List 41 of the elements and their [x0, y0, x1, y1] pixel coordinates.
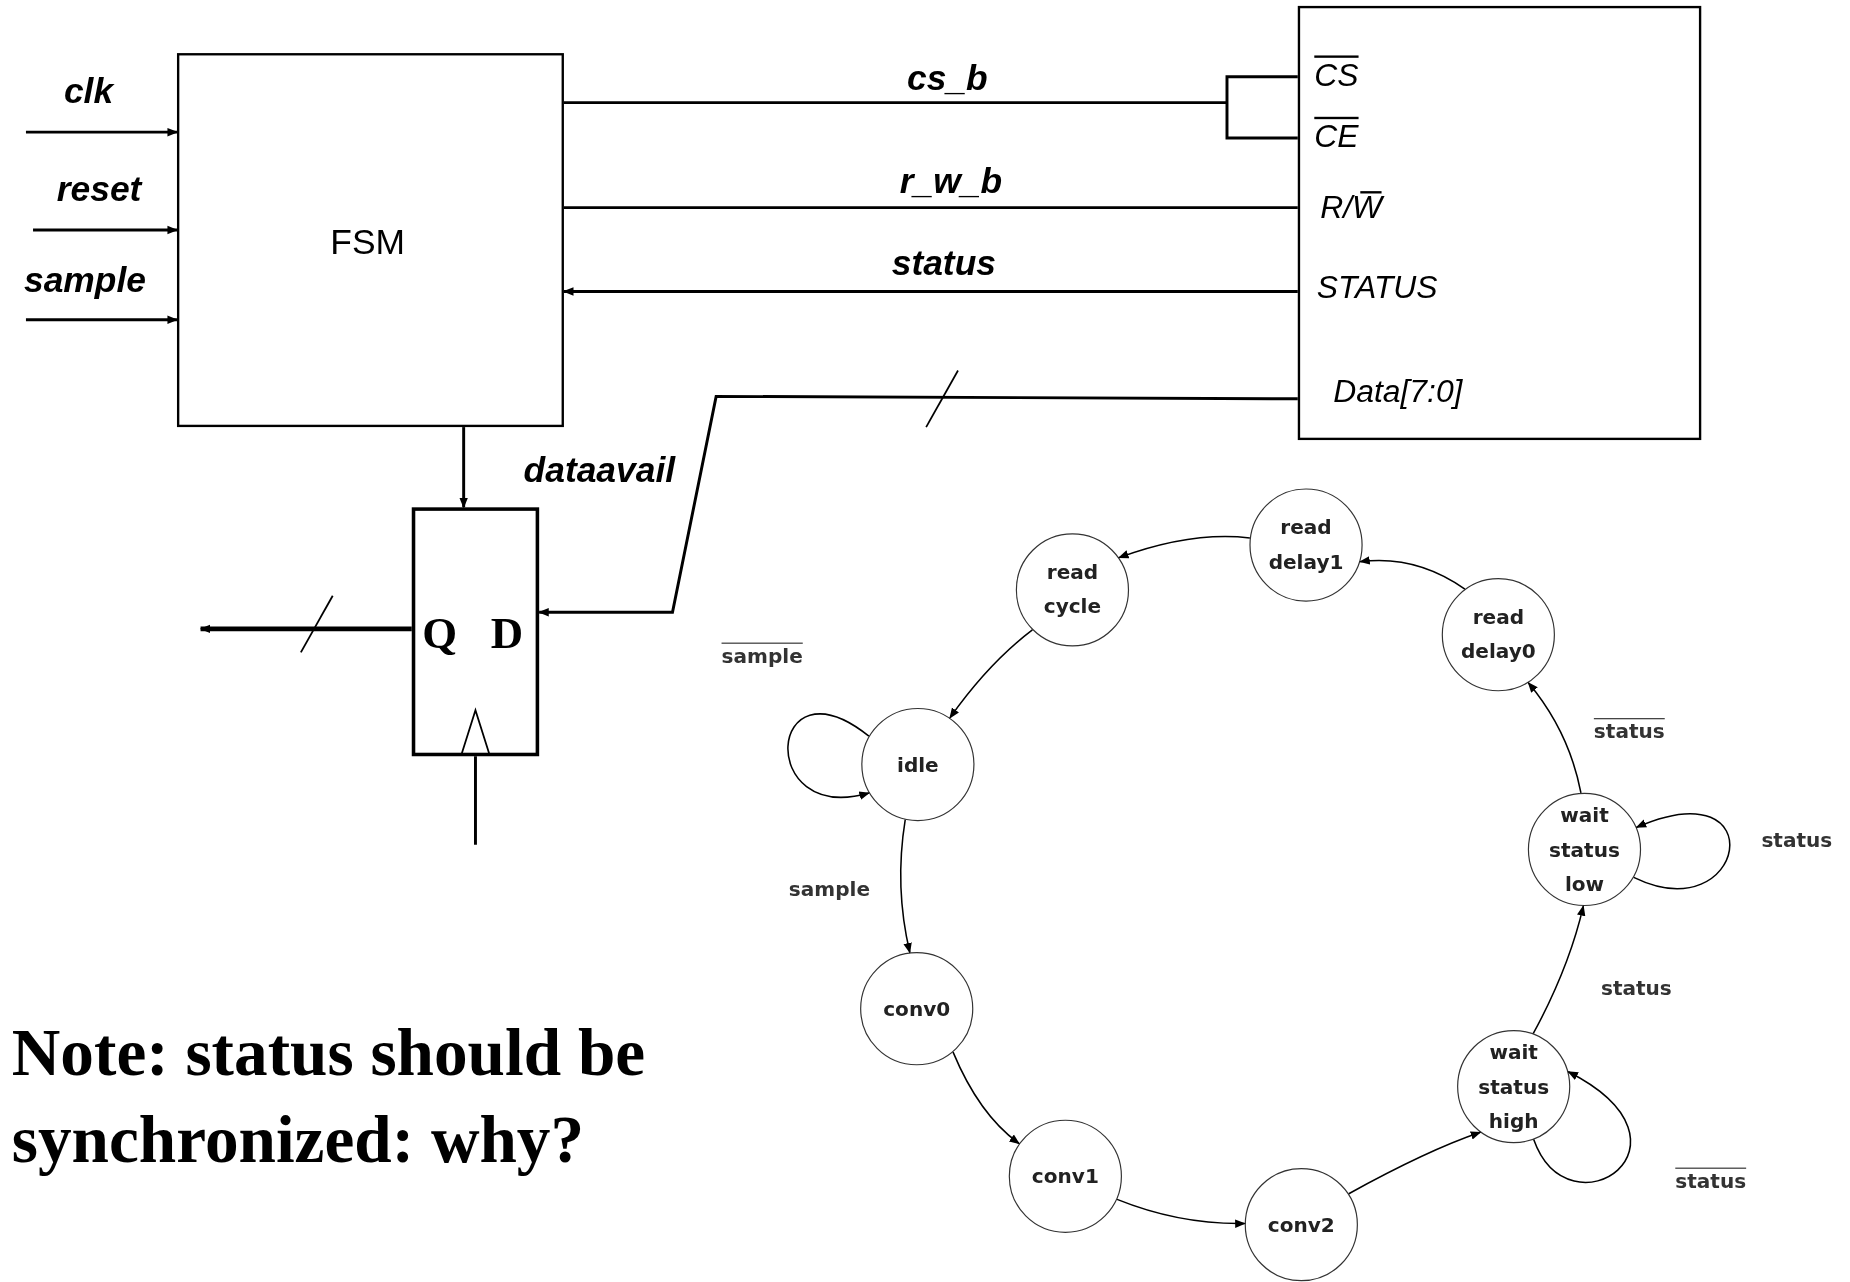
arrow: [459, 427, 468, 509]
arrow: [1359, 556, 1466, 590]
arrow: [562, 287, 1298, 296]
arrow: [1348, 1131, 1482, 1195]
arrow: [899, 818, 912, 954]
block-label: FSM: [330, 224, 406, 260]
state-label: conv1: [1030, 1162, 1100, 1190]
note-text: Note: status should be synchronized: why?: [11, 1013, 647, 1179]
arrow: [562, 75, 1300, 140]
state-label: read delay0: [1459, 604, 1537, 666]
state-label: wait status high: [1477, 1039, 1551, 1134]
arrow: [1117, 535, 1251, 559]
pin-label: R/W: [1320, 189, 1383, 226]
state-label: conv2: [1266, 1211, 1336, 1238]
pin-label: STATUS: [1316, 270, 1438, 306]
port-label: D: [490, 614, 524, 651]
state-label: wait status low: [1548, 801, 1621, 897]
arrow: [952, 1051, 1020, 1145]
arrow: [1632, 813, 1731, 890]
pin-label: CE: [1314, 119, 1359, 155]
pin-label: Data[7:0]: [1333, 374, 1463, 410]
state-label: conv0: [882, 995, 952, 1022]
state-label: read cycle: [1042, 559, 1103, 621]
register-box: [411, 507, 540, 757]
arrow: [1527, 681, 1582, 794]
arrow: [949, 629, 1034, 719]
edge-label: sample: [786, 878, 873, 901]
block-box: [1297, 5, 1702, 441]
arrow: [1532, 1071, 1632, 1183]
arrow: [538, 394, 1298, 617]
state-label: idle: [896, 751, 940, 778]
arrow: [1532, 905, 1586, 1035]
pin-label: CS: [1314, 57, 1359, 94]
block-box: [176, 53, 564, 428]
arrow: [33, 225, 179, 235]
arrow: [25, 315, 179, 324]
arrow: [787, 713, 870, 799]
state-label: read delay1: [1267, 514, 1345, 576]
arrow: [199, 624, 412, 634]
arrow: [1116, 1198, 1246, 1228]
arrow: [25, 127, 179, 137]
